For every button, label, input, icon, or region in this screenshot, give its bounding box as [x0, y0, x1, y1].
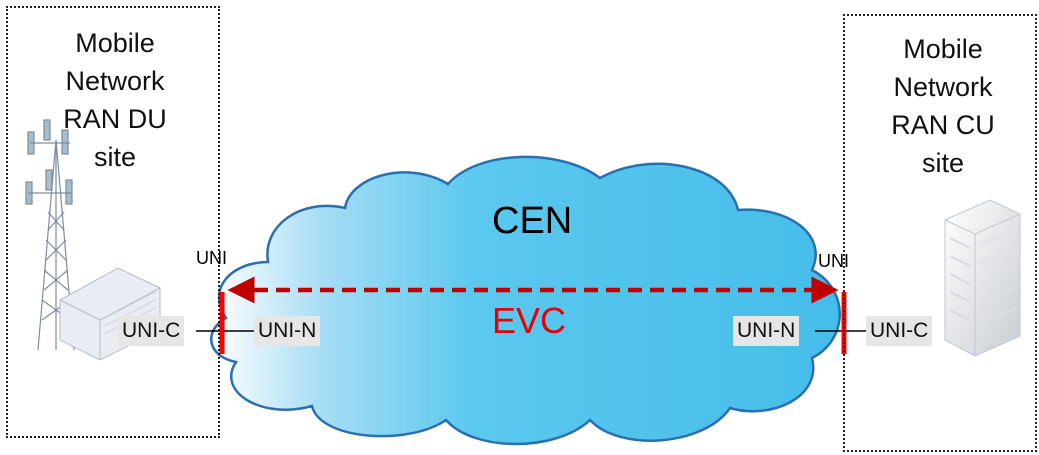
- cu-site-box: [843, 14, 1037, 452]
- du-site-box: [6, 6, 220, 438]
- cu-uni-c-port: UNI-C: [866, 316, 933, 346]
- uni-left-label: UNI: [196, 248, 227, 268]
- du-uni-n-port: UNI-N: [254, 316, 321, 346]
- cen-label: CEN: [492, 200, 573, 242]
- server-rack-icon: [944, 199, 1021, 357]
- uni-right-label: UNI: [818, 251, 849, 271]
- cell-tower-icon: [25, 119, 75, 351]
- cu-site-label: Mobile Network RAN CU site: [891, 34, 995, 178]
- evc-label: EVC: [492, 300, 567, 341]
- du-uni-c-port: UNI-C: [118, 316, 185, 346]
- du-site-label: Mobile Network RAN DU site: [63, 28, 167, 172]
- cu-uni-n-port: UNI-N: [733, 316, 800, 346]
